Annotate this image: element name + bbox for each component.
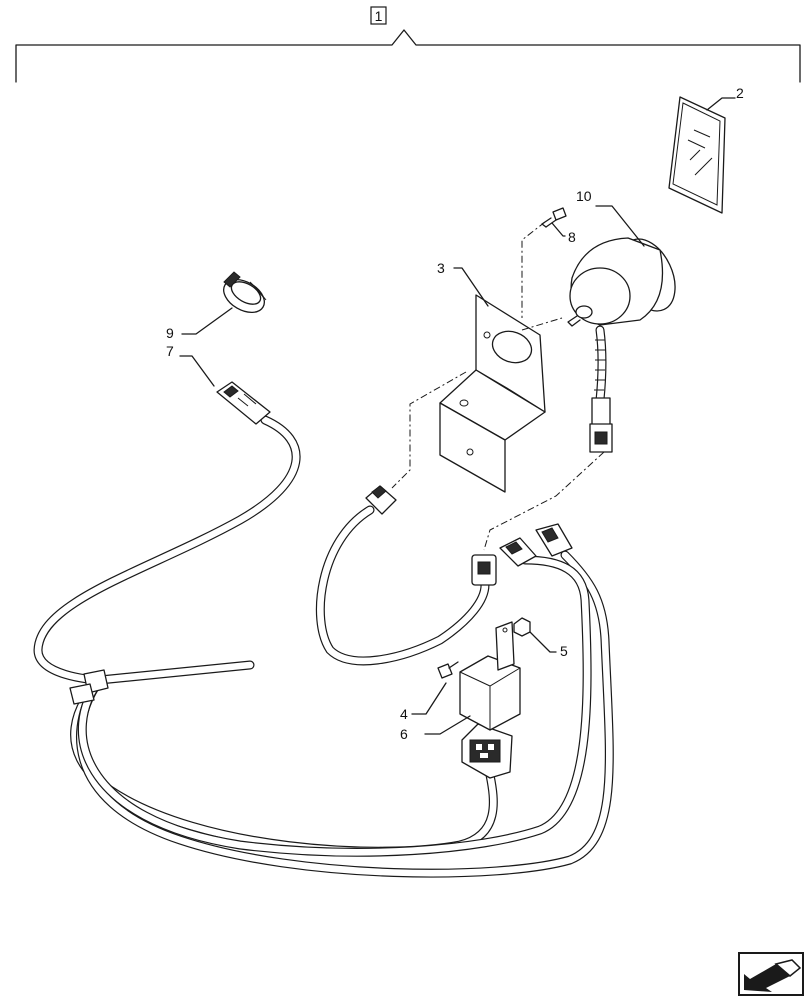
assembly-lines bbox=[391, 221, 605, 551]
connector-buzzer-side bbox=[499, 523, 573, 567]
assembly-bracket: 1 bbox=[15, 6, 801, 83]
connector-bracket-side bbox=[365, 485, 397, 515]
arrow-down-left-icon[interactable] bbox=[738, 952, 804, 996]
screw bbox=[411, 661, 459, 715]
callout-7: 7 bbox=[166, 343, 174, 359]
callout-1: 1 bbox=[375, 8, 383, 24]
mounting-bracket bbox=[439, 267, 546, 493]
callout-2: 2 bbox=[736, 85, 744, 101]
instruction-sheet bbox=[668, 96, 736, 214]
nut bbox=[513, 617, 557, 653]
relay-socket bbox=[461, 723, 513, 779]
callout-6: 6 bbox=[400, 726, 408, 742]
alarm-buzzer bbox=[567, 205, 676, 453]
callout-10: 10 bbox=[576, 188, 592, 204]
bolt bbox=[541, 207, 567, 237]
cable-clamp bbox=[181, 271, 267, 335]
callout-3: 3 bbox=[437, 260, 445, 276]
connector-relay-side bbox=[471, 554, 497, 586]
callout-5: 5 bbox=[560, 643, 568, 659]
callout-9: 9 bbox=[166, 325, 174, 341]
connector-7 bbox=[179, 355, 271, 425]
callout-8: 8 bbox=[568, 229, 576, 245]
relay bbox=[424, 621, 521, 735]
wiring-harness bbox=[33, 355, 614, 878]
callout-4: 4 bbox=[400, 706, 408, 722]
